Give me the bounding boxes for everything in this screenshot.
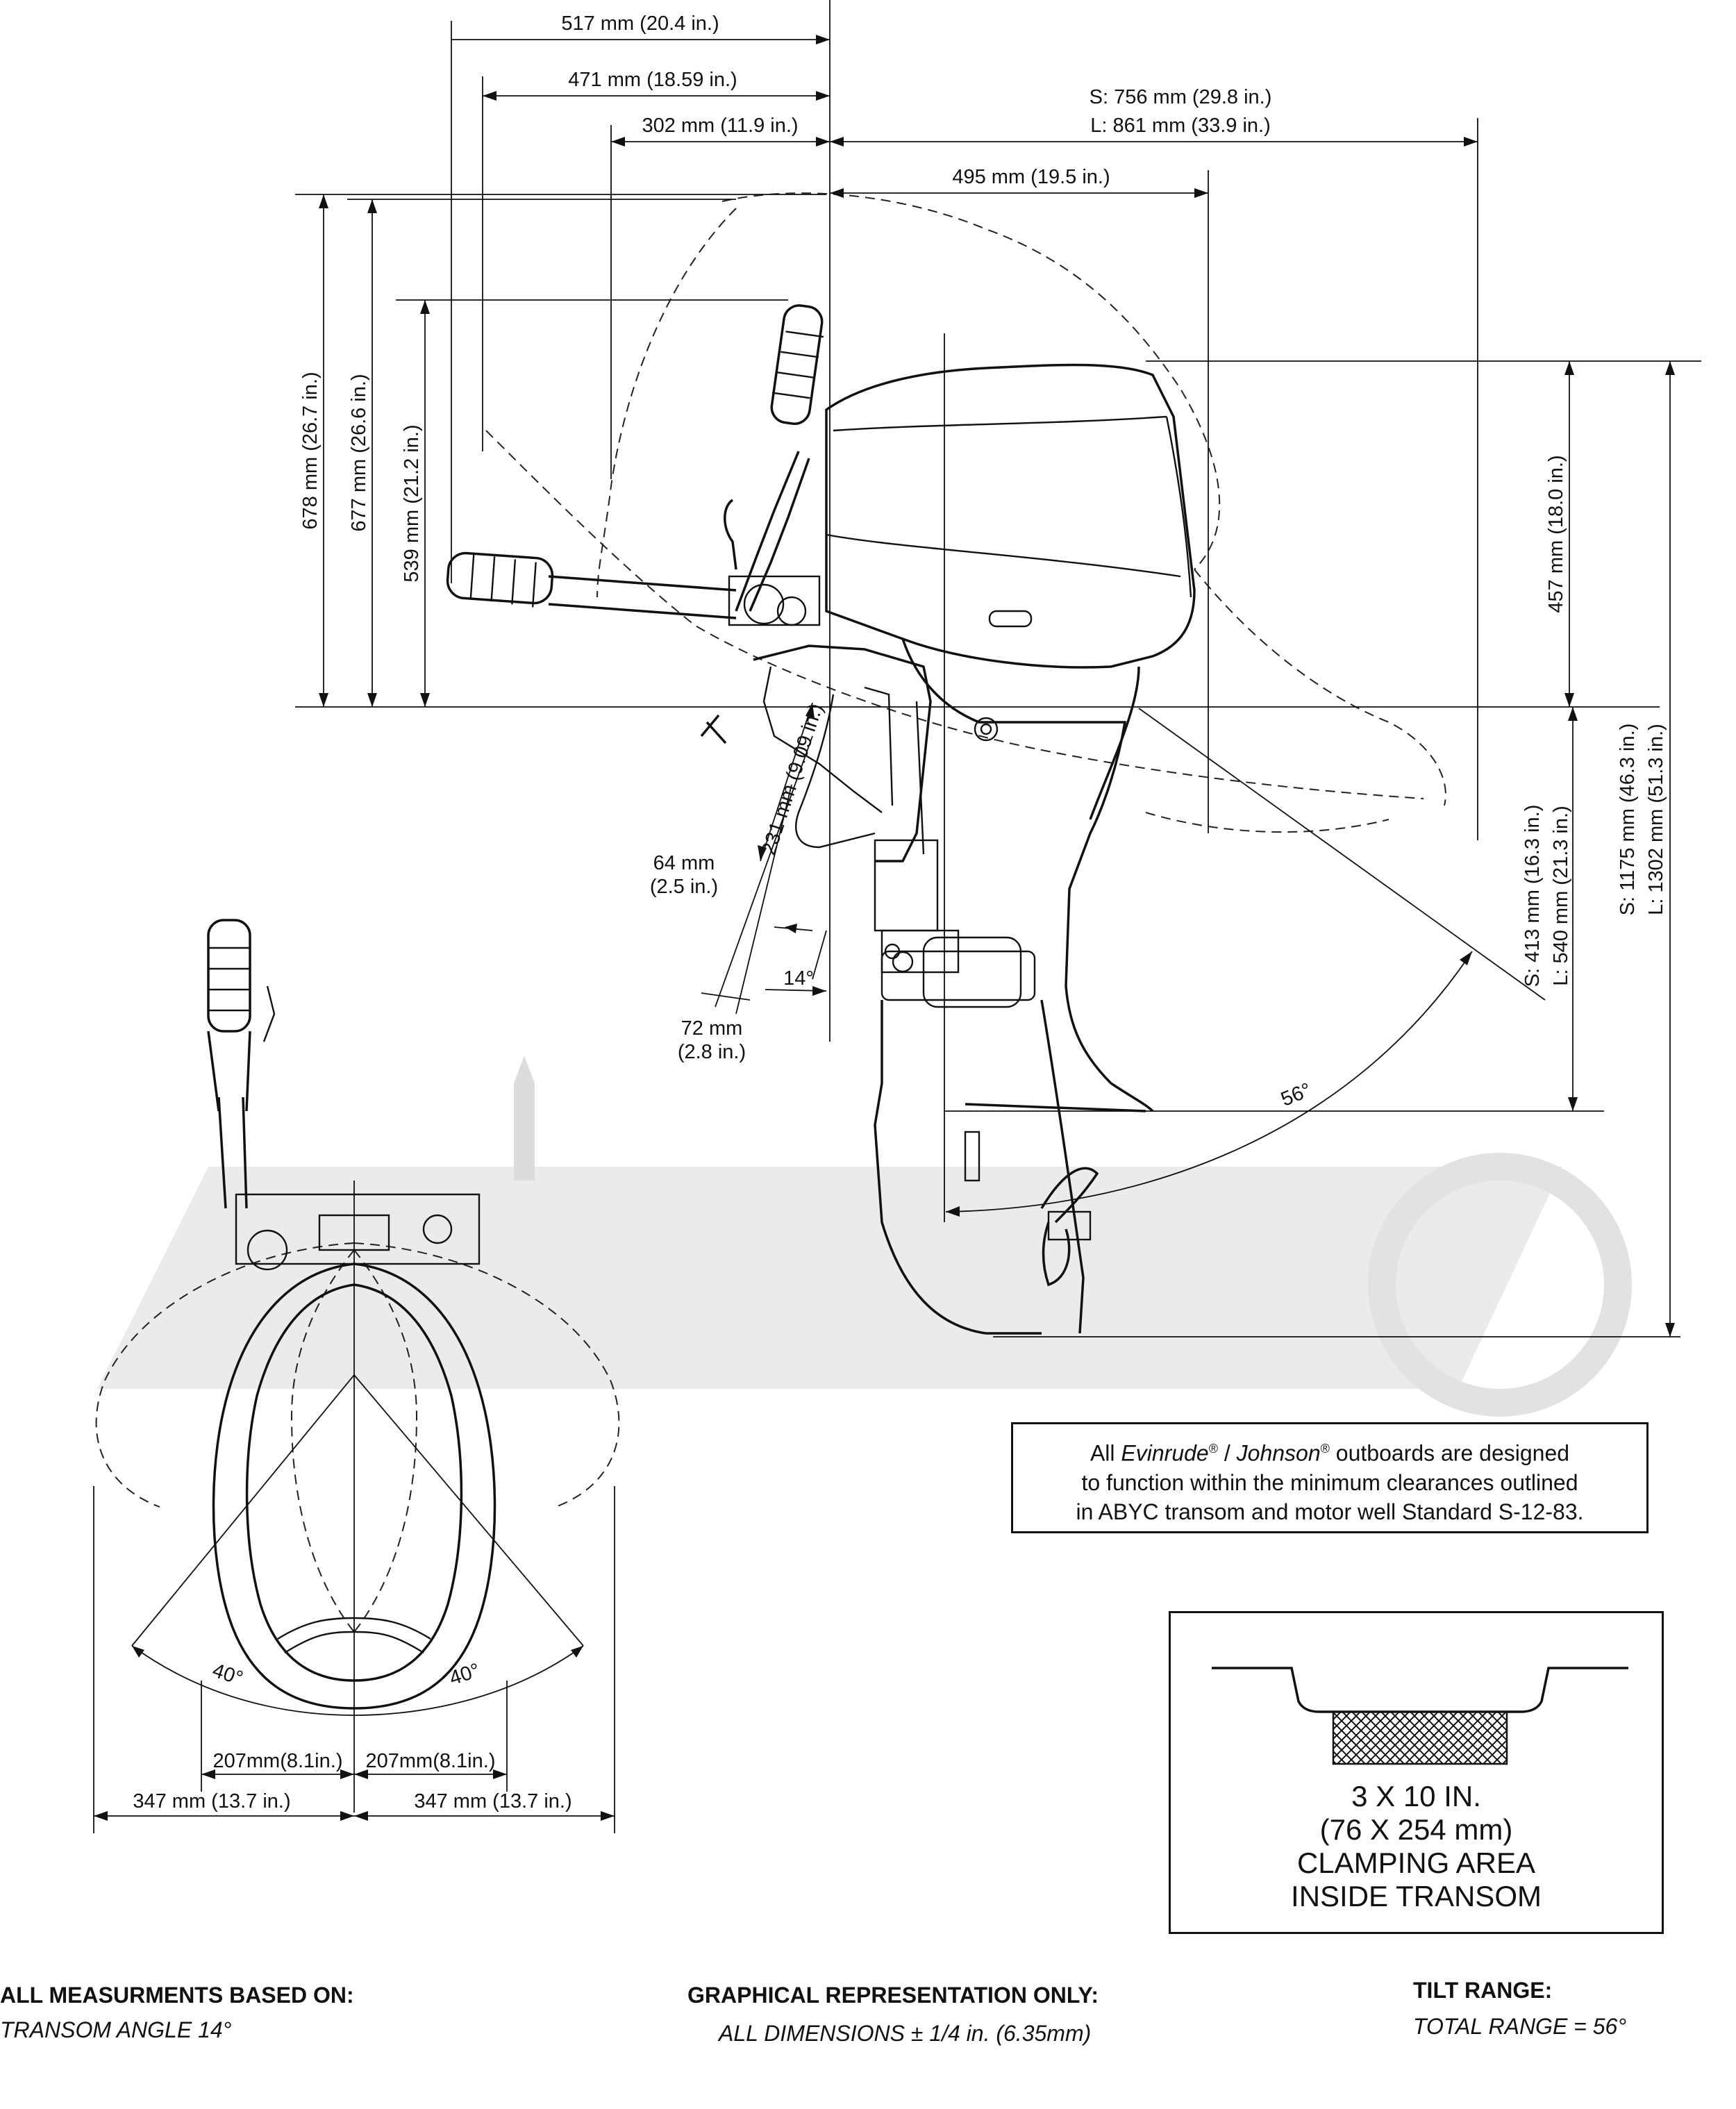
clamping-size-in: 3 X 10 IN. <box>1351 1780 1481 1812</box>
footer-measurements-title: ALL MEASURMENTS BASED ON: <box>0 1983 354 2008</box>
notice-line-1: All Evinrude® / Johnson® outboards are d… <box>1090 1440 1570 1466</box>
angle-40-left: 40° <box>210 1659 246 1690</box>
width-347-left: 347 mm (13.7 in.) <box>133 1790 290 1812</box>
footer-graphical-title: GRAPHICAL REPRESENTATION ONLY: <box>687 1983 1099 2008</box>
dim-s1175: S: 1175 mm (46.3 in.) <box>1617 724 1639 916</box>
notice-line-2: to function within the minimum clearance… <box>1081 1469 1578 1495</box>
dim-s756: S: 756 mm (29.8 in.) <box>1090 86 1272 108</box>
top-view-dimensions: 40° 40° 207mm(8.1in.) 207mm(8.1in.) 347 … <box>93 1486 615 1833</box>
footer-tilt-title: TILT RANGE: <box>1413 1978 1553 2003</box>
dim-517: 517 mm (20.4 in.) <box>561 12 719 35</box>
dim-471: 471 mm (18.59 in.) <box>568 69 737 91</box>
clamping-size-mm: (76 X 254 mm) <box>1319 1813 1513 1846</box>
dim-72-in: (2.8 in.) <box>678 1041 746 1063</box>
width-207-left: 207mm(8.1in.) <box>213 1750 343 1772</box>
dim-677: 677 mm (26.6 in.) <box>348 374 370 531</box>
abyc-notice: All Evinrude® / Johnson® outboards are d… <box>1011 1422 1649 1533</box>
dim-64-in: (2.5 in.) <box>650 876 718 898</box>
footer-tolerance: ALL DIMENSIONS ± 1/4 in. (6.35mm) <box>719 2021 1092 2046</box>
clamping-area-icon <box>1212 1667 1628 1765</box>
brand-evinrude: Evinrude <box>1121 1440 1209 1466</box>
dim-l1302: L: 1302 mm (51.3 in.) <box>1645 724 1667 915</box>
notice-line-3: in ABYC transom and motor well Standard … <box>1076 1499 1584 1524</box>
dim-302: 302 mm (11.9 in.) <box>642 115 798 137</box>
top-view-motor <box>95 919 620 1812</box>
width-347-right: 347 mm (13.7 in.) <box>414 1790 571 1812</box>
angle-14: 14° <box>783 967 814 990</box>
dim-539: 539 mm (21.2 in.) <box>401 424 423 582</box>
width-207-right: 207mm(8.1in.) <box>366 1750 496 1772</box>
footer-tilt-range: TOTAL RANGE = 56° <box>1413 2014 1627 2039</box>
dim-678: 678 mm (26.7 in.) <box>299 372 322 529</box>
footer-transom-angle: TRANSOM ANGLE 14° <box>0 2017 232 2042</box>
watermark <box>97 1056 1632 1417</box>
dim-s413: S: 413 mm (16.3 in.) <box>1521 805 1544 987</box>
dim-457: 457 mm (18.0 in.) <box>1545 455 1567 612</box>
clamping-caption-2: INSIDE TRANSOM <box>1291 1880 1542 1912</box>
dim-72-mm: 72 mm <box>681 1017 743 1040</box>
clamping-area-box: 3 X 10 IN. (76 X 254 mm) CLAMPING AREA I… <box>1169 1611 1664 1934</box>
dim-495: 495 mm (19.5 in.) <box>952 166 1110 188</box>
brand-johnson: Johnson <box>1236 1440 1321 1466</box>
clamping-caption-1: CLAMPING AREA <box>1296 1847 1536 1879</box>
dimension-lines: 517 mm (20.4 in.) 471 mm (18.59 in.) 302… <box>295 0 1701 1337</box>
dim-231: 231 mm (9.09 in.) <box>758 701 828 858</box>
dim-64-mm: 64 mm <box>653 852 715 874</box>
angle-56: 56° <box>1278 1079 1314 1111</box>
dim-l540: L: 540 mm (21.3 in.) <box>1550 806 1572 986</box>
dim-l861: L: 861 mm (33.9 in.) <box>1090 115 1271 137</box>
angle-40-right: 40° <box>446 1659 483 1690</box>
side-view-motor <box>446 192 1446 1335</box>
